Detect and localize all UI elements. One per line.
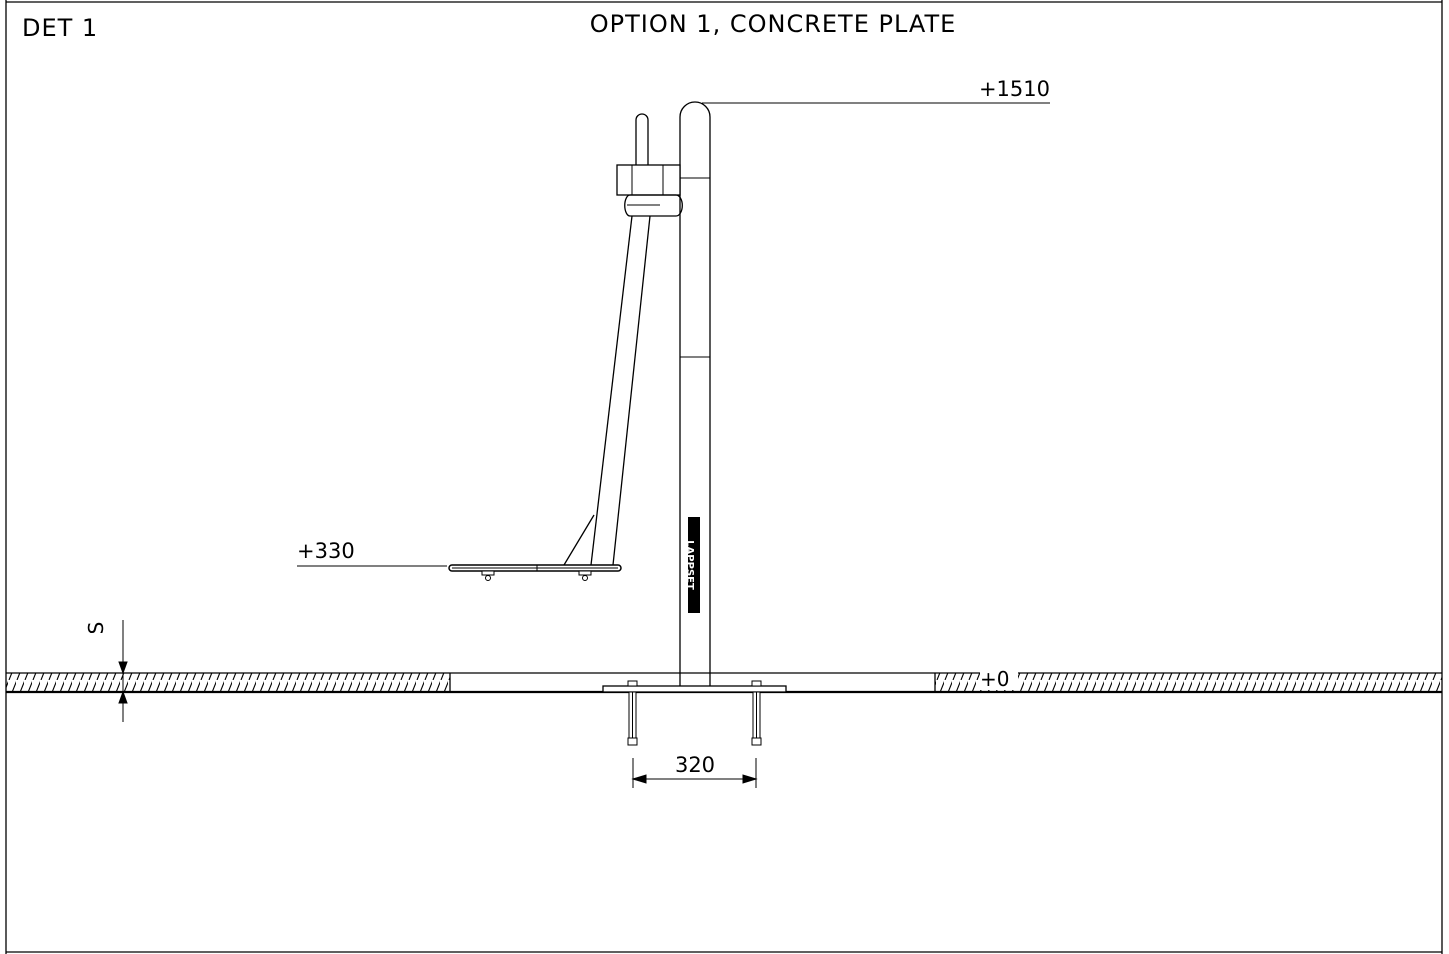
- anchor-spacing-dimension: [631, 758, 758, 788]
- brand-mark: LAPPSET: [684, 540, 695, 590]
- surface-dimension: [118, 620, 128, 722]
- detail-label: DET 1: [22, 14, 98, 42]
- drawing-frame: [5, 0, 1443, 954]
- ground-level-label: +0: [980, 667, 1009, 691]
- drawing-title: OPTION 1, CONCRETE PLATE: [590, 10, 957, 38]
- swing-arms: [563, 215, 651, 566]
- main-post: [679, 101, 711, 686]
- ground-label-mask: [980, 668, 1018, 690]
- surface-dimension-label: S: [84, 622, 108, 635]
- anchor-bolt-right: [751, 691, 762, 746]
- anchor-spacing-label: 320: [675, 753, 715, 777]
- top-level-label: +1510: [979, 77, 1050, 101]
- seat: [448, 564, 622, 581]
- anchor-bolt-left: [627, 691, 638, 746]
- base-plate: [602, 680, 787, 693]
- seat-level-label: +330: [297, 539, 355, 563]
- handle-assembly: [616, 113, 683, 217]
- brand-plate: LAPPSET: [684, 517, 700, 613]
